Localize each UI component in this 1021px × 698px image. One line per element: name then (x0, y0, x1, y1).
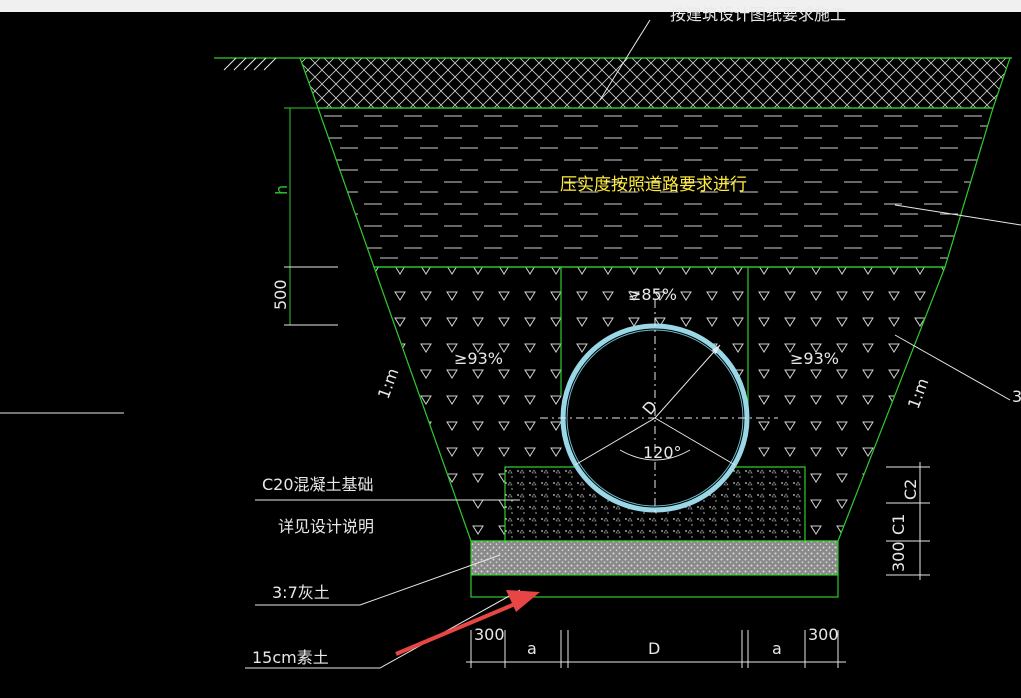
compaction-road-label: 压实度按照道路要求进行 (560, 175, 747, 195)
right-dimension (886, 462, 930, 580)
center-compaction-label: ≥85% (628, 285, 677, 304)
top-note-label: 按建筑设计图纸要求施工 (670, 5, 846, 24)
angle-label: 120° (643, 443, 682, 462)
red-arrow-annotation (395, 590, 540, 656)
dim-300-right-label: 300 (808, 625, 839, 644)
dim-500-label: 500 (271, 279, 290, 310)
top-backfill-layer (299, 57, 1011, 109)
dim-c2-label: C2 (901, 479, 920, 500)
plain-soil-label: 15cm素土 (252, 648, 329, 667)
dim-300-left-label: 300 (474, 625, 505, 644)
left-dimension (284, 107, 338, 326)
leader-lines (0, 19, 1021, 669)
concrete-base-label: C20混凝土基础 (262, 475, 374, 494)
dim-c1-label: C1 (889, 514, 908, 535)
lime-soil-layer (470, 540, 839, 576)
bottom-dimension (466, 630, 846, 668)
pipe (540, 300, 778, 515)
dim-a-right-label: a (772, 639, 782, 658)
plain-soil-layer (470, 574, 839, 598)
height-h-label: h (272, 185, 291, 195)
design-note-label: 详见设计说明 (278, 517, 374, 536)
lime-soil-label: 3:7灰土 (272, 583, 330, 602)
slope-left-label: 1:m (374, 366, 403, 402)
right-leader-num-label: 3 (1012, 387, 1021, 406)
dim-D-label: D (648, 639, 660, 658)
dim-a-left-label: a (527, 639, 537, 658)
dim-300-vert-label: 300 (889, 541, 908, 572)
left-compaction-label: ≥93% (454, 349, 503, 368)
slope-right-label: 1:m (904, 376, 933, 412)
right-compaction-label: ≥93% (790, 349, 839, 368)
center-zone-lines (560, 267, 749, 420)
window-top-strip (0, 0, 1021, 12)
